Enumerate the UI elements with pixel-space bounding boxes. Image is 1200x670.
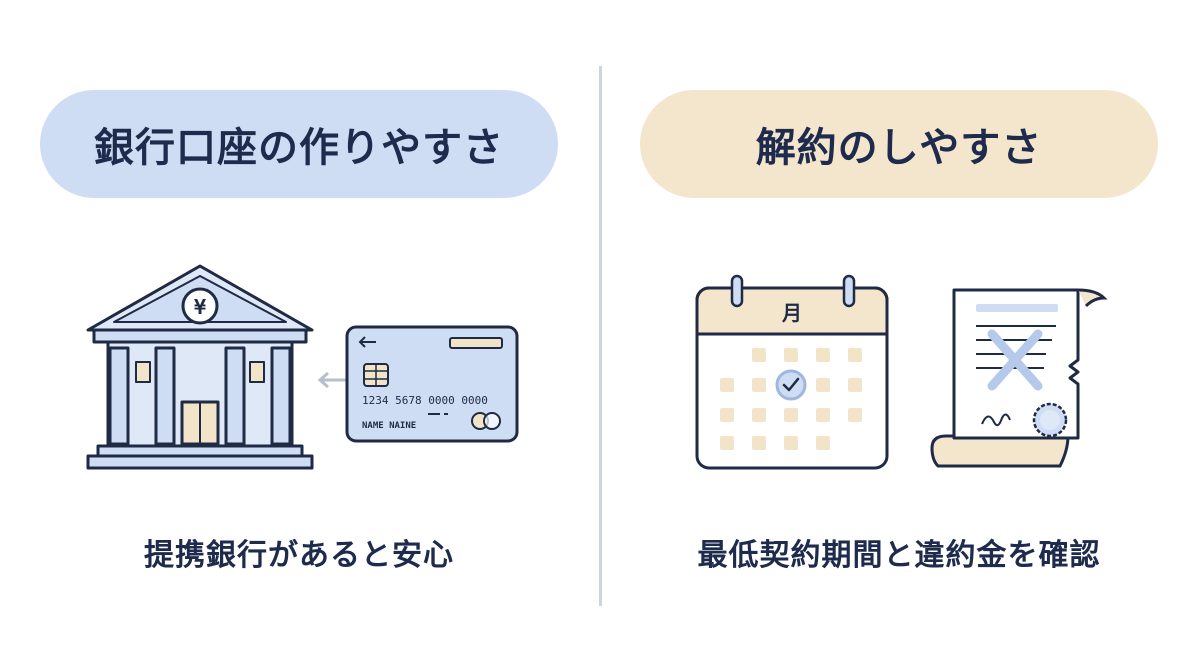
calendar-icon: 月	[695, 274, 889, 470]
right-caption: 最低契約期間と違約金を確認	[697, 538, 1101, 573]
arrow-left-icon	[317, 371, 348, 389]
right-title-pill: 解約のしやすさ	[640, 90, 1158, 198]
card-name: NAME NAINE	[362, 421, 416, 431]
right-title: 解約のしやすさ	[755, 125, 1043, 171]
left-title: 銀行口座の作りやすさ	[94, 125, 504, 171]
left-title-pill: 銀行口座の作りやすさ	[40, 90, 558, 198]
bank-icon: ¥	[86, 264, 314, 470]
card-number: 1234 5678 0000 0000	[362, 394, 488, 407]
contract-document-icon	[930, 288, 1108, 468]
calendar-month-label: 月	[781, 301, 802, 325]
center-divider	[599, 66, 602, 606]
bank-yen-symbol: ¥	[194, 295, 206, 319]
credit-card-icon: 1234 5678 0000 0000 NAME NAINE	[345, 325, 519, 443]
left-caption: 提携銀行があると安心	[144, 538, 454, 573]
